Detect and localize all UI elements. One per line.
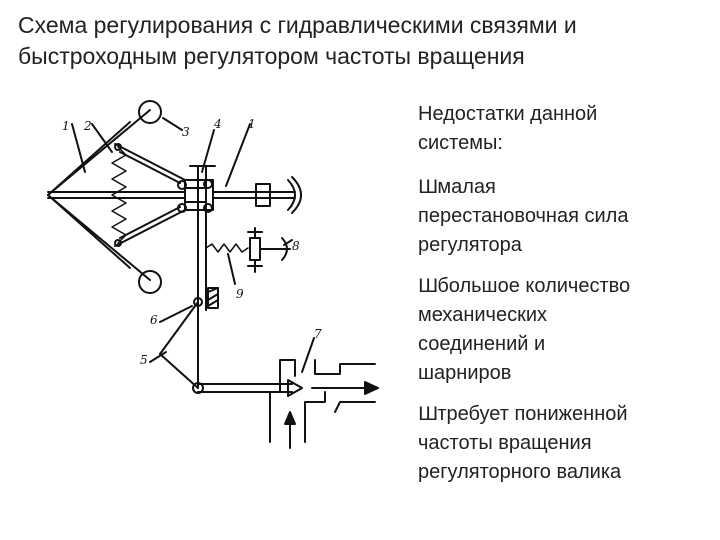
- bullet-marker-icon: Ш: [418, 403, 438, 425]
- bullet-text: механических: [418, 304, 548, 326]
- governor-spring: [111, 146, 127, 244]
- callout-label-5: 5: [140, 353, 148, 367]
- callout-label-7: 7: [314, 327, 322, 341]
- flyweight-upper: [138, 100, 162, 124]
- panel-heading-line-2: системы:: [418, 132, 503, 154]
- bullet-marker-icon: Ш: [418, 275, 438, 297]
- callout-label-3: 3: [182, 125, 190, 139]
- bullet-text: регулятора: [418, 234, 522, 256]
- tension-spring: [205, 243, 249, 253]
- link-rod: [159, 301, 199, 355]
- slide-title: Схема регулирования с гидравлическими св…: [18, 10, 708, 72]
- callout-label-1b: 1: [248, 117, 256, 131]
- title-line-1: Схема регулирования с гидравлическими св…: [18, 12, 577, 38]
- governor-scheme-diagram: 1 2 3 4 1 8 9 6 5 7: [47, 100, 379, 449]
- servo-valve-body: [269, 359, 296, 443]
- valve-piston: [287, 379, 303, 397]
- bullet-text: большое количество: [437, 275, 631, 297]
- callout-label-6: 6: [150, 313, 158, 327]
- callout-label-9: 9: [236, 287, 244, 301]
- callout-label-2: 2: [83, 119, 92, 133]
- bullet-text: соединений и: [418, 333, 546, 355]
- bullet-marker-icon: Ш: [418, 176, 438, 198]
- bullet-text: шарниров: [418, 362, 512, 384]
- bullet-text: частоты вращения: [418, 432, 592, 454]
- panel-heading-line-1: Недостатки данной: [418, 103, 598, 125]
- bullet-text: перестановочная сила: [418, 205, 629, 227]
- bullet-text: малая: [437, 176, 496, 198]
- callout-label-1: 1: [62, 119, 70, 133]
- flyweight-lower: [138, 270, 162, 294]
- callout-label-8: 8: [292, 239, 300, 253]
- bullet-text: регуляторного валика: [418, 461, 622, 483]
- title-line-2: быстроходным регулятором частоты вращени…: [18, 43, 525, 69]
- panel-heading: Недостатки данной системы:: [418, 100, 708, 158]
- bullet-text: требует пониженной: [437, 403, 628, 425]
- callout-label-4: 4: [213, 117, 222, 131]
